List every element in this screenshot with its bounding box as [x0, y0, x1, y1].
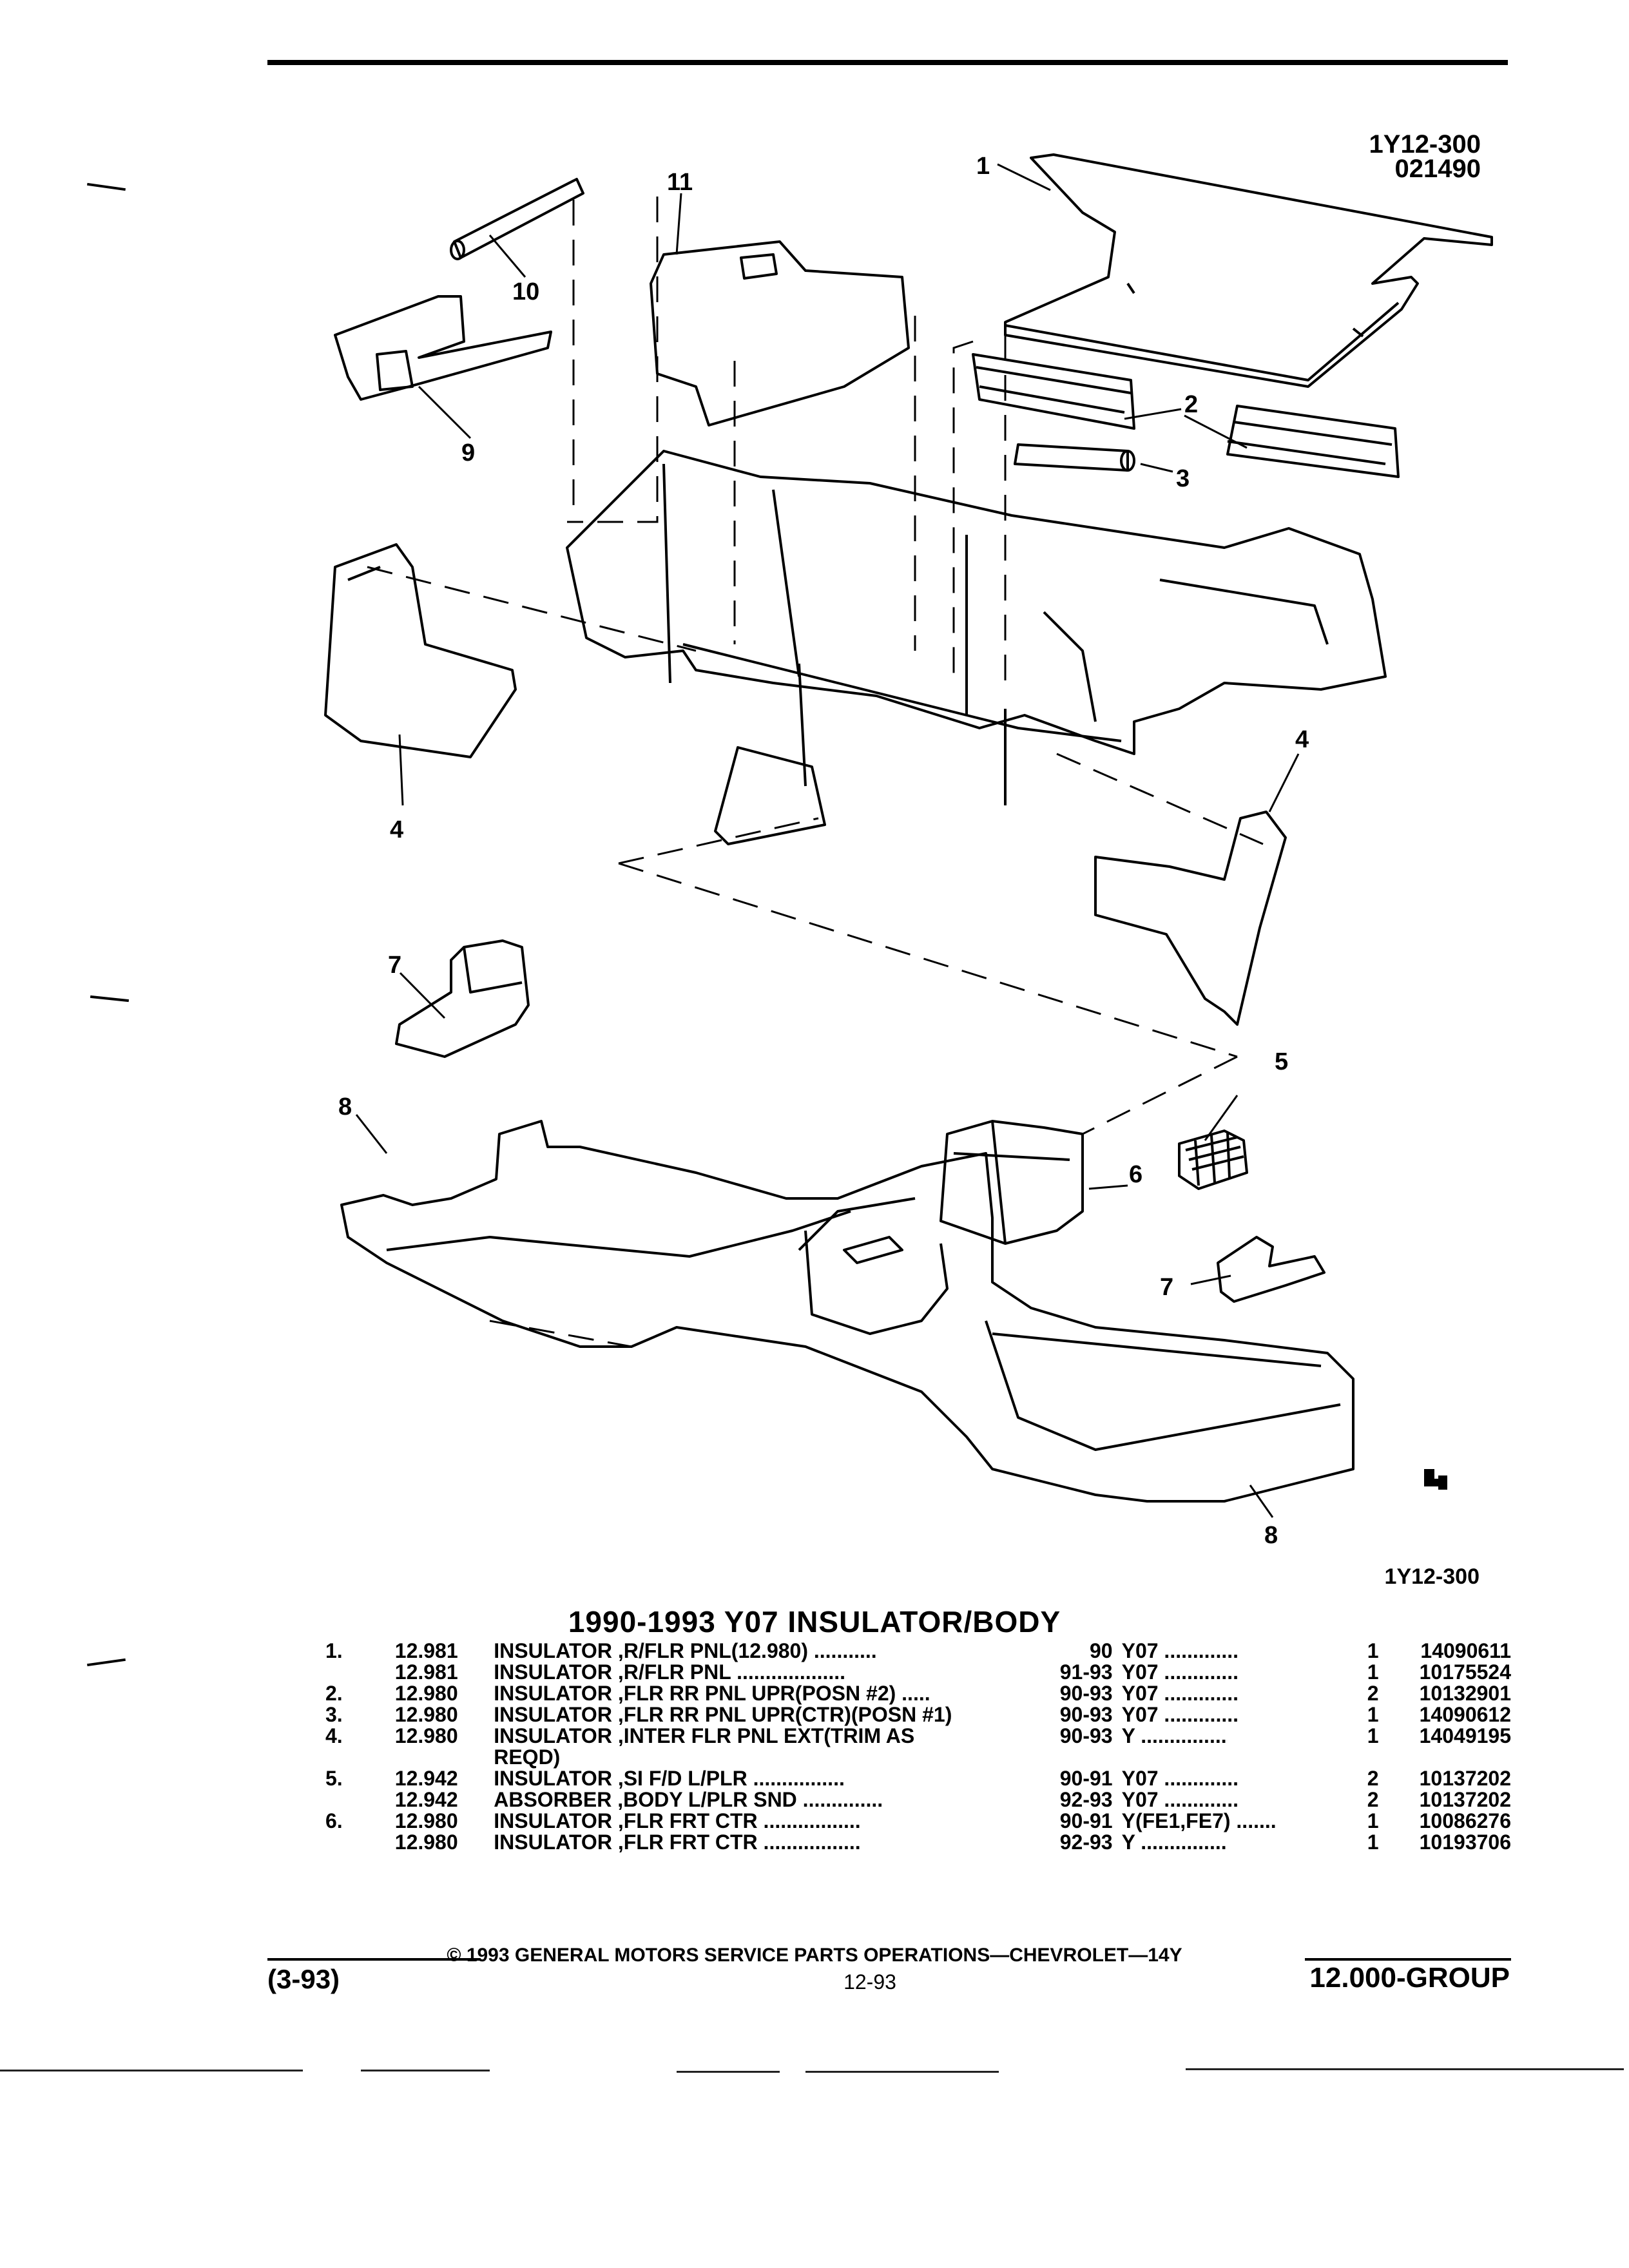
scan-line — [805, 2071, 999, 2073]
callout-7-right: 7 — [1160, 1274, 1173, 1301]
scan-line — [1186, 2068, 1624, 2070]
part-5-block — [1178, 1129, 1248, 1190]
revision-date: (3-93) — [267, 1964, 340, 1994]
part-9-bracket — [334, 295, 552, 401]
part-7-left — [395, 939, 530, 1058]
callout-3: 3 — [1176, 465, 1190, 492]
document-code-line1: 1Y12-300 — [1369, 130, 1481, 159]
header-rule — [267, 60, 1508, 65]
body-floor-pan — [566, 450, 1387, 755]
footer-rule-left — [267, 1958, 480, 1961]
scan-line — [0, 2070, 303, 2071]
callout-8-left: 8 — [338, 1093, 352, 1120]
part-1-rear-floor-insulator — [1004, 153, 1493, 388]
table-row: REQD) — [494, 1745, 561, 1769]
footer-rule-right — [1305, 1958, 1511, 1961]
section-title: 1990-1993 Y07 INSULATOR/BODY — [568, 1605, 1061, 1639]
scan-line — [361, 2070, 490, 2071]
access-plate — [714, 746, 826, 845]
part-4-right-trim — [1094, 811, 1287, 1026]
callout-2: 2 — [1184, 391, 1198, 418]
gm-mark — [1424, 1469, 1447, 1490]
part-10-tube — [453, 178, 584, 259]
part-3-tube — [1014, 443, 1129, 472]
callout-8-right: 8 — [1264, 1522, 1278, 1549]
part-2-right — [1226, 405, 1400, 478]
callout-11: 11 — [667, 169, 693, 196]
document-code: 1Y12-300 021490 — [1369, 130, 1481, 183]
callout-1: 1 — [976, 153, 990, 180]
margin-mark — [87, 1658, 126, 1667]
callout-9: 9 — [461, 439, 475, 466]
diagram-reference: 1Y12-300 — [1384, 1564, 1480, 1589]
part-7-right — [1217, 1236, 1325, 1303]
copyright-notice: © 1993 GENERAL MOTORS SERVICE PARTS OPER… — [447, 1945, 1182, 1966]
group-label: 12.000-GROUP — [1309, 1962, 1510, 1994]
callout-4-right: 4 — [1295, 726, 1309, 753]
part-8-floor-insulator — [340, 1120, 1354, 1503]
part-11-panel — [650, 240, 910, 427]
part-2-left — [972, 353, 1135, 430]
document-code-line2: 021490 — [1394, 155, 1481, 183]
part-4-left-trim — [324, 543, 517, 758]
callout-7-left: 7 — [388, 952, 401, 979]
callout-10: 10 — [512, 278, 539, 305]
callout-4-left: 4 — [390, 816, 403, 843]
exploded-parts-diagram: 1 2 3 4 4 5 6 7 7 8 8 9 10 11 — [324, 153, 1493, 1549]
callout-5: 5 — [1275, 1048, 1288, 1075]
callout-6: 6 — [1129, 1161, 1142, 1188]
scan-line — [677, 2071, 780, 2073]
page-number: 12-93 — [843, 1970, 896, 1994]
part-6-tunnel — [940, 1120, 1084, 1245]
